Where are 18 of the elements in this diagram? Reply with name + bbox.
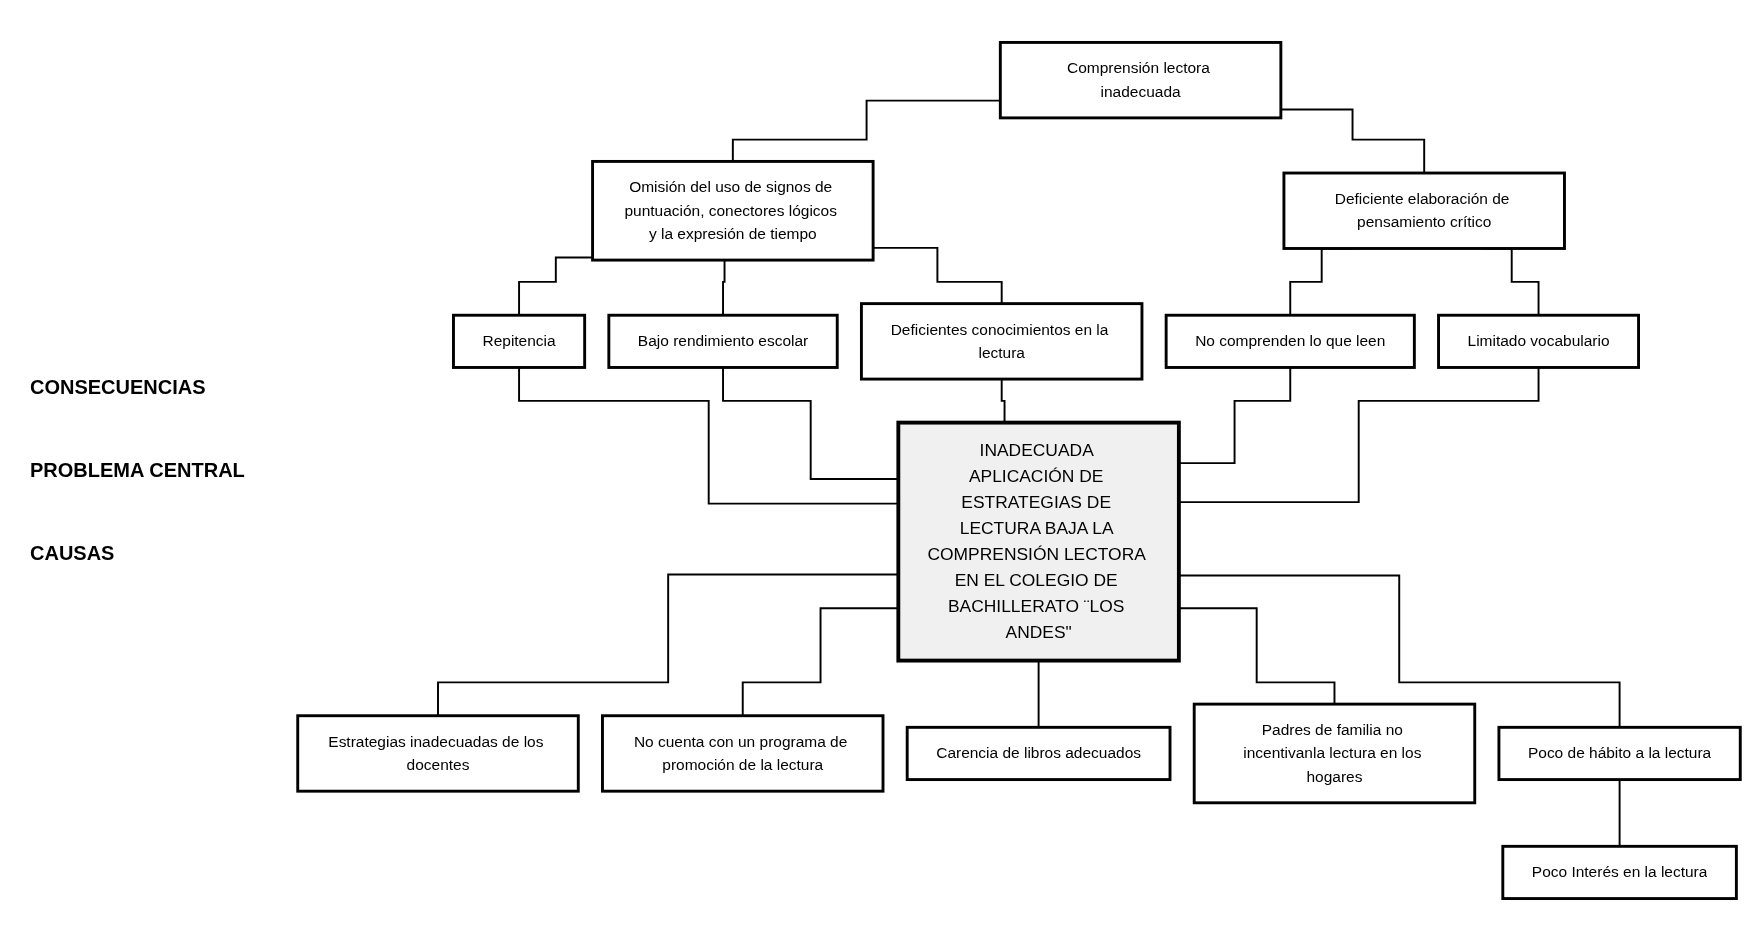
node-box: Estrategias inadecuadas de los docentes (296, 714, 580, 793)
node-box: INADECUADA APLICACIÓN DE ESTRATEGIAS DE LECTURA BAJA LA COMPRENSIÓN LECTORA EN EL COLEGIO DE BACHILLERATO ¨LOS ANDES" (896, 420, 1181, 663)
section-label: CAUSAS (30, 542, 116, 565)
section-label: PROBLEMA CENTRAL (30, 459, 246, 482)
node-box: Deficientes conocimientos en la lectura (859, 302, 1144, 381)
node-box: Repitencia (452, 313, 587, 369)
section-label: CONSECUENCIAS (30, 376, 207, 399)
node-box: No cuenta con un programa de promoción de la lectura (601, 714, 885, 793)
node-box: Carencia de libros adecuados (905, 725, 1172, 782)
node-box: No comprenden lo que leen (1164, 313, 1416, 369)
node-box: Padres de familia no incentivanla lectura en los hogares (1192, 702, 1477, 805)
node-box: Omisión del uso de signos de puntuación, conectores lógicos y la expresión de tiempo (591, 159, 875, 262)
node-box: Bajo rendimiento escolar (607, 313, 839, 369)
node-box: Deficiente elaboración de pensamiento crítico (1282, 171, 1566, 250)
node-box: Limitado vocabulario (1437, 313, 1640, 369)
node-box: Poco de hábito a la lectura (1497, 725, 1742, 782)
node-box: Poco Interés en la lectura (1501, 844, 1738, 901)
node-box: Comprensión lectora inadecuada (998, 41, 1283, 120)
